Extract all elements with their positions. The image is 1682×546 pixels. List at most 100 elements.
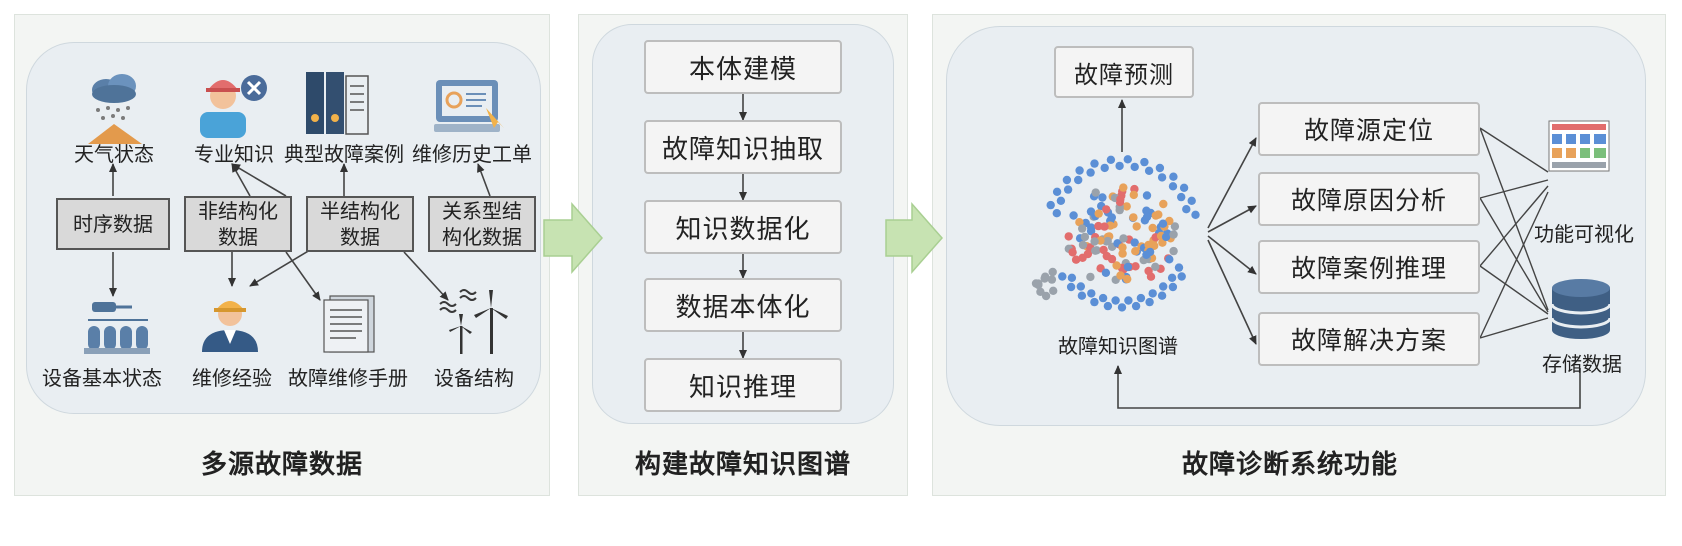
label-expertise: 专业知识 <box>194 142 274 166</box>
graph-node <box>1106 155 1116 164</box>
graph-node <box>1087 289 1096 298</box>
graph-node <box>1119 234 1128 243</box>
graph-node <box>1169 230 1178 239</box>
graph-node <box>1116 195 1125 204</box>
step-data-ontologization: 数据本体化 <box>644 278 842 332</box>
panel3-title: 故障诊断系统功能 <box>1181 450 1399 480</box>
manual-icon <box>323 295 375 353</box>
binders-icon <box>306 72 369 135</box>
graph-node <box>1052 187 1062 196</box>
graph-node <box>1170 222 1180 231</box>
graph-node <box>1058 272 1067 281</box>
graph-node <box>1083 249 1093 259</box>
graph-node <box>1123 262 1133 272</box>
box-relational-structured-data: 关系型结 构化数据 <box>428 196 536 252</box>
graph-node <box>1159 282 1168 291</box>
graph-node <box>1174 263 1184 272</box>
graph-node <box>1117 303 1127 312</box>
graph-node <box>1142 191 1152 200</box>
graph-node <box>1107 254 1117 264</box>
graph-node <box>1048 267 1057 277</box>
graph-node <box>1146 272 1156 281</box>
graph-node <box>1063 185 1073 194</box>
graph-node <box>1077 291 1087 300</box>
box-time-series-data: 时序数据 <box>56 198 170 250</box>
label-maintenance-experience: 维修经验 <box>192 366 272 390</box>
graph-node <box>1091 188 1100 197</box>
panel2-title: 构建故障知识图谱 <box>634 450 852 480</box>
graph-node <box>1148 289 1157 298</box>
engineer-icon <box>200 75 267 138</box>
graph-node <box>1112 261 1121 270</box>
graph-node <box>1046 200 1055 210</box>
graph-node <box>1056 196 1066 205</box>
graph-node <box>1155 163 1165 173</box>
graph-node <box>1168 282 1178 292</box>
graph-node <box>1123 155 1132 164</box>
label-function-visualization: 功能可视化 <box>1534 222 1634 246</box>
graph-node <box>1067 273 1077 282</box>
graph-node <box>1130 162 1139 172</box>
graph-node <box>1075 166 1084 175</box>
wind-turbine-icon <box>439 289 508 354</box>
work-order-icon <box>434 80 504 132</box>
graph-node <box>1142 212 1152 222</box>
graph-node <box>1101 268 1111 277</box>
graph-node <box>1148 223 1157 233</box>
graph-node <box>1094 209 1103 218</box>
label-stored-data: 存储数据 <box>1542 352 1622 376</box>
graph-node <box>1098 293 1108 303</box>
graph-node <box>1119 183 1128 192</box>
graph-node <box>1090 237 1099 246</box>
graph-node <box>1115 161 1124 171</box>
box-unstructured-data: 非结构化 数据 <box>184 196 292 252</box>
graph-node <box>1068 248 1077 257</box>
graph-node <box>1107 213 1116 222</box>
graph-node <box>1118 249 1127 258</box>
dashboard-icon <box>1548 120 1610 172</box>
graph-node <box>1102 205 1111 214</box>
graph-node <box>1169 172 1178 181</box>
graph-node <box>1100 163 1109 173</box>
graph-node <box>1131 301 1141 311</box>
box-fault-source-localization: 故障源定位 <box>1258 102 1480 156</box>
box-fault-solution: 故障解决方案 <box>1258 312 1480 366</box>
graph-node <box>1086 168 1095 177</box>
label-equipment-basic-status: 设备基本状态 <box>42 366 162 390</box>
graph-node <box>1168 182 1178 191</box>
graph-node <box>1123 274 1132 284</box>
graph-node <box>1118 243 1127 252</box>
graph-node <box>1086 272 1095 282</box>
graph-node <box>1090 297 1099 307</box>
equipment-icon <box>84 302 150 354</box>
graph-node <box>1078 240 1088 250</box>
label-fault-knowledge-graph: 故障知识图谱 <box>1058 334 1178 358</box>
label-maintenance-work-orders: 维修历史工单 <box>412 142 532 166</box>
graph-node <box>1157 173 1167 182</box>
graph-node <box>1036 287 1045 296</box>
step-knowledge-extraction: 故障知识抽取 <box>644 120 842 174</box>
graph-node <box>1179 183 1189 192</box>
graph-node <box>1100 222 1109 231</box>
graph-node <box>1052 209 1061 218</box>
graph-node <box>1066 282 1076 292</box>
knowledge-graph-cluster <box>1031 155 1200 312</box>
graph-node <box>1129 213 1138 222</box>
graph-node <box>1069 211 1078 220</box>
graph-node <box>1062 175 1072 185</box>
graph-node <box>1076 282 1085 291</box>
step-knowledge-reasoning: 知识推理 <box>644 358 842 412</box>
graph-node <box>1131 247 1140 256</box>
graph-node <box>1136 293 1146 303</box>
graph-node <box>1086 226 1096 236</box>
graph-node <box>1086 207 1096 216</box>
worker-icon <box>202 301 258 352</box>
graph-node <box>1132 222 1141 231</box>
flow-arrow-2 <box>885 202 944 274</box>
graph-node <box>1071 255 1081 264</box>
graph-node <box>1090 159 1099 168</box>
box-semi-structured-data: 半结构化 数据 <box>306 196 414 252</box>
panel1-title: 多源故障数据 <box>200 450 364 480</box>
box-fault-case-reasoning: 故障案例推理 <box>1258 240 1480 294</box>
